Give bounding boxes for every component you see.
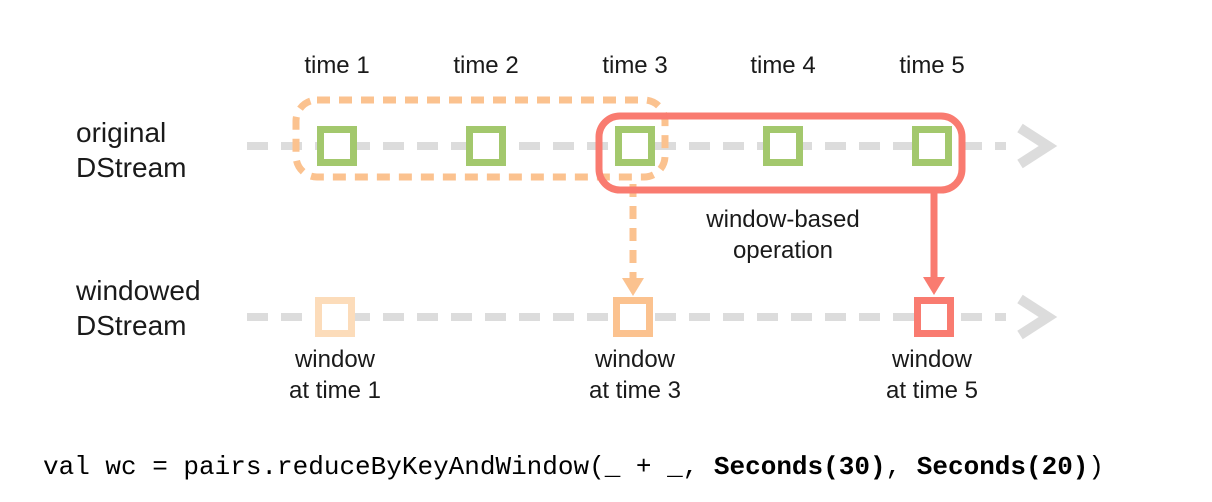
window-at-time1-line2: at time 1 (288, 377, 382, 404)
window-arrow-time3-arrowhead-icon (622, 278, 644, 296)
window-arrow-time3 (622, 184, 644, 296)
rdd-square-time3 (615, 126, 655, 166)
window-frame-time5 (595, 112, 966, 194)
rdd-square-time4 (763, 126, 803, 166)
window-at-time5-line1: window (891, 346, 973, 373)
original-dstream-label: original DStream (76, 115, 256, 185)
window-frame-time3 (292, 96, 669, 181)
time-label-3: time 3 (602, 52, 668, 79)
rdd-square-time1 (317, 126, 357, 166)
window-at-time3-label: window at time 3 (555, 344, 715, 406)
original-stream-arrowhead-icon (1017, 123, 1058, 169)
time-label-2: time 2 (453, 52, 519, 79)
window-arrow-time5-arrowhead-icon (923, 277, 945, 295)
code-prefix: val wc = pairs.reduceByKeyAndWindow(_ + … (43, 452, 714, 482)
rdd-square-time5 (912, 126, 952, 166)
windowed-rdd-square-time5 (914, 297, 954, 337)
window-at-time5-line2: at time 5 (885, 377, 979, 404)
time-label-4: time 4 (750, 52, 816, 79)
windowed-rdd-square-time3 (613, 297, 653, 337)
windowed-dstream-label-line2: DStream (76, 310, 187, 341)
window-arrow-time5 (923, 190, 945, 295)
original-dstream-label-line2: DStream (76, 152, 187, 183)
window-at-time3-line2: at time 3 (588, 377, 682, 404)
code-snippet: val wc = pairs.reduceByKeyAndWindow(_ + … (43, 452, 1104, 482)
window-at-time5-label: window at time 5 (852, 344, 1012, 406)
windowed-stream-arrowhead-icon (1017, 294, 1058, 340)
code-window-duration: Seconds(30) (713, 452, 886, 482)
window-based-operation-line2: operation (732, 237, 834, 264)
code-slide-duration: Seconds(20) (916, 452, 1089, 482)
window-at-time3-line1: window (594, 346, 676, 373)
windowed-dstream-label: windowed DStream (76, 273, 256, 343)
original-dstream-label-line1: original (76, 117, 167, 148)
code-suffix: ) (1088, 452, 1105, 482)
code-separator: , (885, 452, 917, 482)
time-label-5: time 5 (899, 52, 965, 79)
window-based-operation-line1: window-based (706, 206, 860, 233)
rdd-square-time2 (466, 126, 506, 166)
window-based-operation-label: window-based operation (683, 204, 883, 266)
window-at-time1-line1: window (294, 346, 376, 373)
time-label-1: time 1 (304, 52, 370, 79)
windowed-dstream-label-line1: windowed (76, 275, 201, 306)
window-at-time1-label: window at time 1 (255, 344, 415, 406)
windowed-rdd-square-time1 (315, 297, 355, 337)
